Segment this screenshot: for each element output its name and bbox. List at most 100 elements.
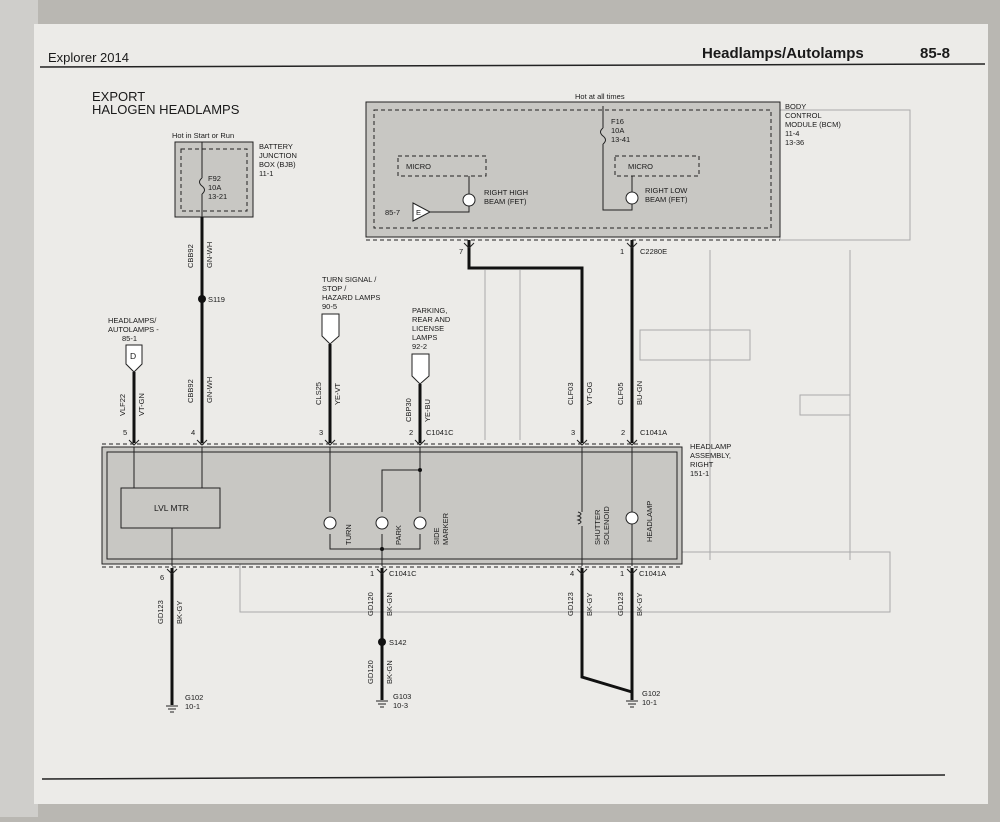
assembly-bottom-pins: 6 1 C1041C 4 1 C1041A — [102, 566, 682, 582]
level-motor-box — [120, 487, 221, 529]
svg-text:SIDE: SIDE — [432, 527, 441, 545]
svg-text:G102: G102 — [185, 693, 203, 702]
svg-text:CLS25: CLS25 — [314, 382, 323, 405]
svg-text:13-21: 13-21 — [208, 192, 227, 201]
svg-text:MICRO: MICRO — [406, 162, 431, 171]
svg-text:SOLENOID: SOLENOID — [602, 506, 611, 545]
wire-labels: CBB92 GN-WH CBB92 GN-WH VLF22 VT-GN CLS2… — [118, 242, 644, 684]
header-model: Explorer 2014 — [48, 50, 129, 65]
svg-text:BU-GN: BU-GN — [635, 381, 644, 405]
svg-text:GD123: GD123 — [566, 592, 575, 616]
ground-icon — [166, 705, 178, 713]
svg-text:1: 1 — [620, 247, 624, 256]
svg-text:BK-GY: BK-GY — [175, 601, 184, 624]
ground-icon — [626, 700, 638, 708]
svg-text:CLF05: CLF05 — [616, 382, 625, 405]
svg-text:6: 6 — [160, 573, 164, 582]
svg-text:C1041C: C1041C — [426, 428, 454, 437]
svg-text:CONTROL: CONTROL — [785, 111, 822, 120]
svg-text:3: 3 — [319, 428, 323, 437]
svg-text:LAMPS: LAMPS — [412, 333, 437, 342]
fuse-f92-icon — [199, 177, 205, 195]
svg-text:11-1: 11-1 — [259, 169, 273, 178]
svg-text:13-36: 13-36 — [785, 138, 804, 147]
svg-text:GD120: GD120 — [366, 660, 375, 684]
svg-text:CLF03: CLF03 — [566, 382, 575, 405]
svg-text:BEAM (FET): BEAM (FET) — [484, 197, 527, 206]
svg-text:F92: F92 — [208, 174, 221, 183]
svg-text:90-5: 90-5 — [322, 302, 337, 311]
headlamp-bulb-icon — [625, 511, 639, 525]
svg-text:CBB92: CBB92 — [186, 244, 195, 268]
svg-text:GN-WH: GN-WH — [205, 377, 214, 403]
battery-junction-box: Hot in Start or Run BATTERY JUNCTION BOX… — [172, 131, 297, 218]
svg-text:JUNCTION: JUNCTION — [259, 151, 297, 160]
svg-text:RIGHT HIGH: RIGHT HIGH — [484, 188, 528, 197]
e-input-icon — [412, 202, 432, 222]
shutter-solenoid-icon — [576, 511, 582, 525]
svg-text:7: 7 — [459, 247, 463, 256]
svg-text:GN-WH: GN-WH — [205, 242, 214, 268]
svg-text:PARK: PARK — [394, 525, 403, 545]
svg-text:ASSEMBLY,: ASSEMBLY, — [690, 451, 731, 460]
splice-s119 — [198, 295, 206, 303]
svg-text:G103: G103 — [393, 692, 411, 701]
svg-text:F16: F16 — [611, 117, 624, 126]
svg-text:1: 1 — [620, 569, 624, 578]
svg-text:Hot in Start or Run: Hot in Start or Run — [172, 131, 234, 140]
svg-text:10-3: 10-3 — [393, 701, 408, 710]
svg-text:C1041A: C1041A — [640, 428, 667, 437]
svg-text:VT-OG: VT-OG — [585, 381, 594, 405]
reference-connectors: HEADLAMPS/ AUTOLAMPS - 85-1 D TURN SIGNA… — [108, 275, 451, 385]
svg-text:PARKING,: PARKING, — [412, 306, 447, 315]
svg-text:4: 4 — [570, 569, 574, 578]
svg-text:MICRO: MICRO — [628, 162, 653, 171]
svg-text:1: 1 — [370, 569, 374, 578]
svg-text:2: 2 — [621, 428, 625, 437]
high-beam-fet-icon — [462, 193, 476, 207]
svg-text:BK-GY: BK-GY — [635, 593, 644, 616]
svg-text:CBP30: CBP30 — [404, 398, 413, 422]
svg-text:LICENSE: LICENSE — [412, 324, 444, 333]
svg-text:10-1: 10-1 — [185, 702, 200, 711]
svg-text:13-41: 13-41 — [611, 135, 630, 144]
svg-text:BATTERY: BATTERY — [259, 142, 293, 151]
svg-text:5: 5 — [123, 428, 127, 437]
svg-text:YE-VT: YE-VT — [333, 382, 342, 405]
header-section: Headlamps/Autolamps — [702, 45, 864, 62]
svg-text:RIGHT: RIGHT — [690, 460, 714, 469]
body-control-module: Hot at all times BODY CONTROL MODULE (BC… — [365, 92, 841, 256]
ground-icon — [376, 700, 388, 708]
grounds: G102 10-1 G103 10-3 G102 10-1 — [166, 689, 660, 713]
headlamp-assembly: HEADLAMP ASSEMBLY, RIGHT 151-1 LVL MTR T… — [101, 442, 731, 566]
park-bulb-icon — [375, 516, 389, 530]
svg-text:TURN: TURN — [344, 524, 353, 545]
svg-text:STOP /: STOP / — [322, 284, 347, 293]
svg-text:10A: 10A — [208, 183, 221, 192]
svg-text:TURN SIGNAL /: TURN SIGNAL / — [322, 275, 377, 284]
svg-text:11-4: 11-4 — [785, 129, 799, 138]
header-page: 85-8 — [920, 45, 950, 62]
footer-rule — [41, 774, 946, 780]
headlamps-ref-d-icon — [125, 344, 143, 373]
svg-text:BK-GN: BK-GN — [385, 592, 394, 616]
svg-text:10A: 10A — [611, 126, 624, 135]
svg-text:E: E — [416, 208, 421, 217]
svg-text:G102: G102 — [642, 689, 660, 698]
turn-bulb-icon — [323, 516, 337, 530]
svg-text:S142: S142 — [389, 638, 407, 647]
svg-text:GD120: GD120 — [366, 592, 375, 616]
svg-text:REAR AND: REAR AND — [412, 315, 451, 324]
svg-text:BODY: BODY — [785, 102, 806, 111]
svg-text:BOX (BJB): BOX (BJB) — [259, 160, 296, 169]
diagram-title-line2: HALOGEN HEADLAMPS — [92, 102, 240, 117]
svg-text:85-1: 85-1 — [122, 334, 137, 343]
bleed-through — [239, 109, 911, 613]
svg-text:VLF22: VLF22 — [118, 394, 127, 416]
svg-text:85-7: 85-7 — [385, 208, 400, 217]
svg-text:YE-BU: YE-BU — [423, 399, 432, 422]
svg-text:151-1: 151-1 — [690, 469, 709, 478]
svg-text:VT-GN: VT-GN — [137, 393, 146, 416]
svg-text:MODULE (BCM): MODULE (BCM) — [785, 120, 841, 129]
